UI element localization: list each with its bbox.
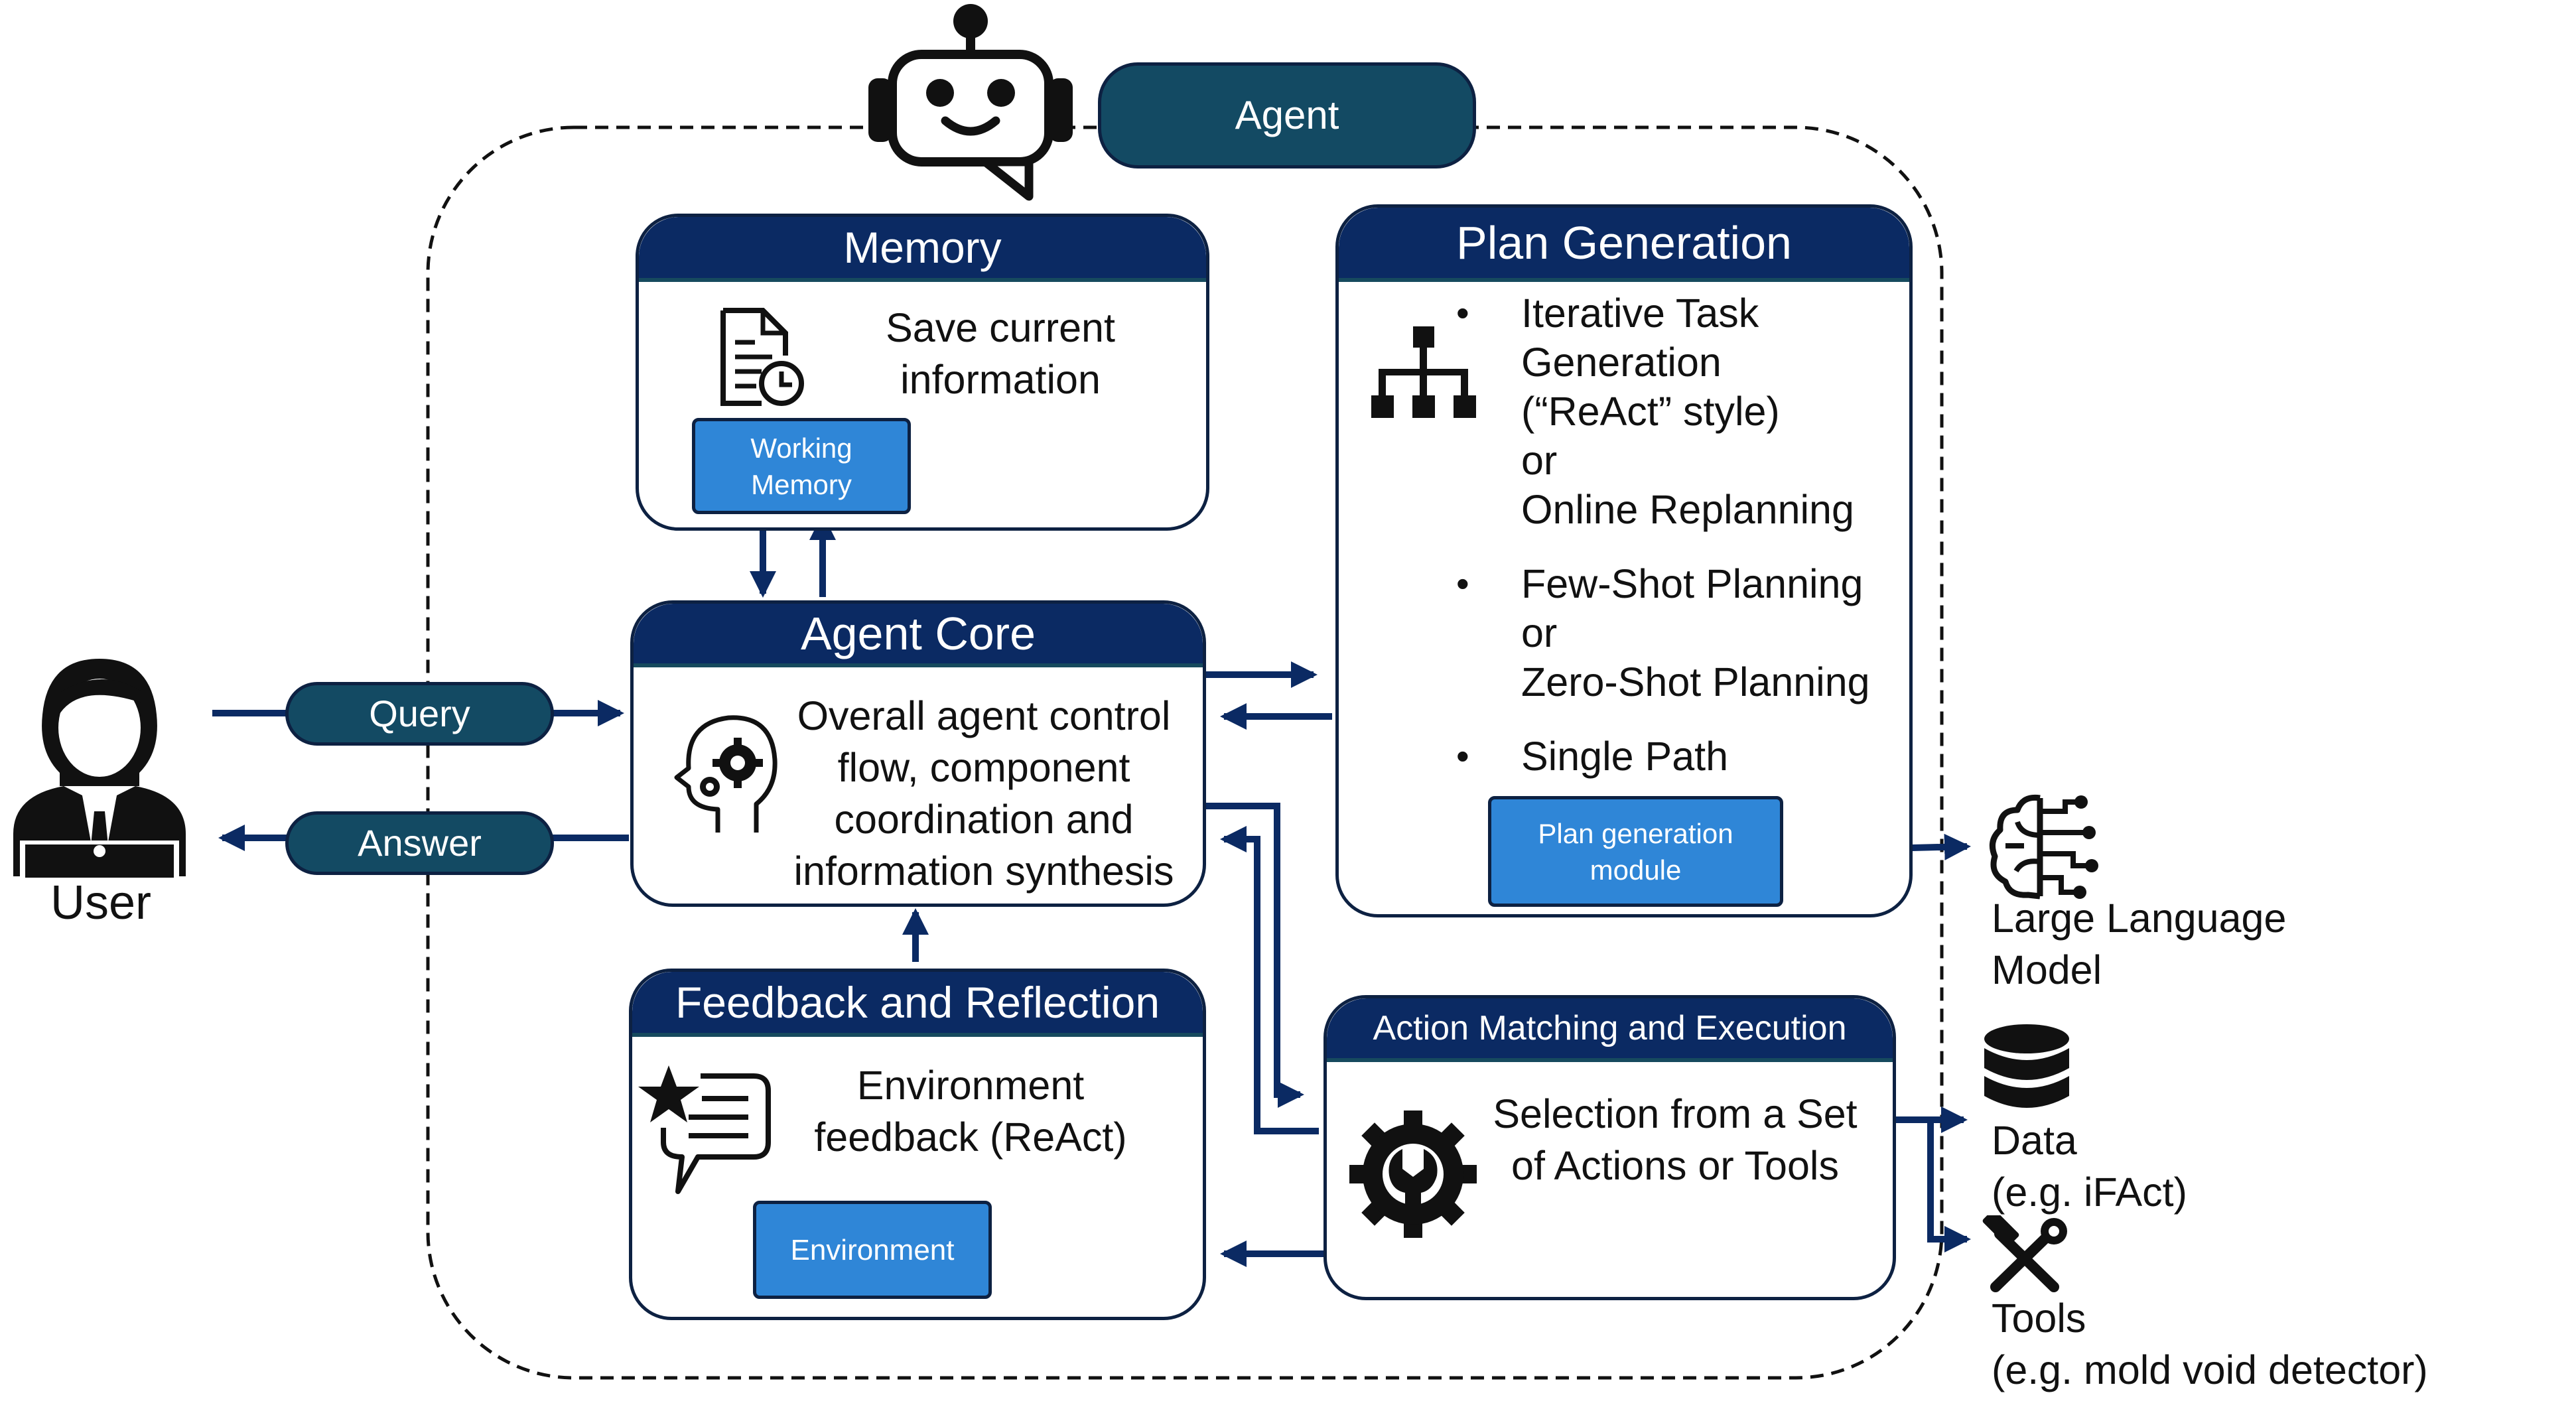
- plan-bullet: Single Path: [1448, 732, 1899, 781]
- plan-bullet: Few-Shot Planning or Zero-Shot Planning: [1448, 559, 1899, 706]
- plan-generation-title: Plan Generation: [1339, 208, 1909, 282]
- plan-generation-module-label: Plan generation module: [1538, 817, 1733, 886]
- feedback-star-icon: [638, 1065, 771, 1194]
- hammer-wrench-icon: [1982, 1215, 2067, 1292]
- action-title: Action Matching and Execution: [1327, 998, 1893, 1062]
- user-label: User: [50, 876, 152, 929]
- environment-label: Environment: [790, 1233, 955, 1266]
- agent-core-title: Agent Core: [634, 604, 1203, 667]
- data-label: Data (e.g. iFAct): [1992, 1118, 2187, 1215]
- working-memory-label: Working Memory: [750, 432, 852, 500]
- query-label: Query: [369, 693, 470, 734]
- agent-core-text: Overall agent control flow, component co…: [793, 693, 1174, 894]
- query-pill[interactable]: Query: [285, 682, 554, 746]
- feedback-box: Feedback and Reflection Environment feed…: [629, 969, 1206, 1320]
- head-gears-icon: [674, 715, 778, 833]
- document-clock-icon: [720, 308, 804, 406]
- gear-wrench-icon: [1349, 1110, 1477, 1238]
- plan-bullet: Iterative Task Generation (“ReAct” style…: [1448, 289, 1899, 534]
- memory-text: Save current information: [886, 305, 1115, 402]
- feedback-title: Feedback and Reflection: [632, 972, 1203, 1037]
- plan-generation-module-box: Plan generation module: [1488, 796, 1783, 907]
- database-icon: [1984, 1024, 2069, 1108]
- agent-pill: Agent: [1098, 62, 1476, 168]
- arrow-action-to-tools: [1927, 1120, 1971, 1252]
- arrow-action-to-core: [1220, 826, 1319, 1134]
- feedback-text: Environment feedback (ReAct): [814, 1063, 1127, 1160]
- llm-label: Large Language Model: [1992, 896, 2287, 992]
- memory-title: Memory: [639, 217, 1206, 282]
- answer-label: Answer: [358, 822, 482, 864]
- environment-box: Environment: [753, 1201, 992, 1299]
- agent-boundary: [426, 125, 1944, 1380]
- arrow-core-to-action: [1206, 803, 1304, 1108]
- hierarchy-icon: [1371, 326, 1476, 418]
- tools-label: Tools (e.g. mold void detector): [1992, 1296, 2428, 1392]
- user-icon: [13, 659, 186, 878]
- agent-label: Agent: [1235, 93, 1339, 137]
- working-memory-box: Working Memory: [692, 418, 911, 514]
- answer-pill[interactable]: Answer: [285, 811, 554, 875]
- action-text: Selection from a Set of Actions or Tools: [1493, 1091, 1858, 1188]
- plan-bullets: Iterative Task Generation (“ReAct” style…: [1448, 289, 1899, 806]
- robot-icon: [868, 4, 1073, 201]
- brain-circuit-icon: [1989, 794, 2098, 900]
